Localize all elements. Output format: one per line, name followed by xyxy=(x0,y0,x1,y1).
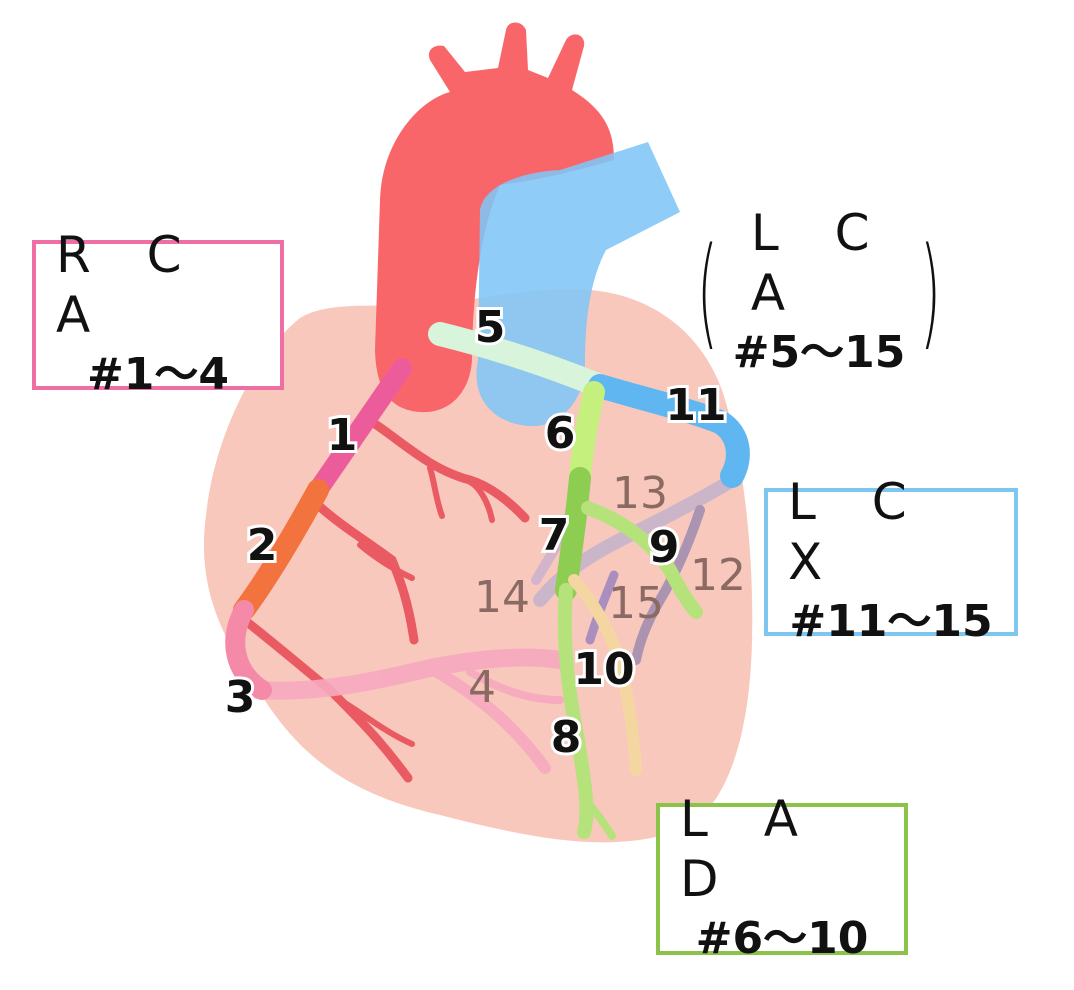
lcx-label-box: L C X #11～15 xyxy=(764,473,1018,647)
segment-13-label: 13 xyxy=(612,468,668,519)
lad-range: #6～10 xyxy=(695,913,869,964)
lad-label-box: L A D #6～10 xyxy=(656,790,908,964)
lcx-title: L C X xyxy=(788,473,927,591)
segment-2-label: 2 xyxy=(247,520,278,571)
segment-3-label: 3 xyxy=(225,672,256,723)
segment-11-label: 11 xyxy=(665,380,726,431)
segment-12-label: 12 xyxy=(690,550,746,601)
segment-9-label: 9 xyxy=(649,522,680,573)
lca-range: #5～15 xyxy=(732,327,906,378)
rca-range: #1～4 xyxy=(86,349,230,400)
segment-4-vessel xyxy=(249,648,569,774)
aorta xyxy=(375,22,614,413)
segment-10-label: 10 xyxy=(573,644,634,695)
segment-14-label: 14 xyxy=(474,572,530,623)
segment-1-label: 1 xyxy=(327,410,358,461)
lca-label: ( L C A #5～15 ) xyxy=(684,204,954,378)
rca-label-box: R C A #1～4 xyxy=(32,226,284,400)
rca-main-vessel xyxy=(225,358,412,700)
segment-5-label: 5 xyxy=(475,302,506,353)
rca-title: R C A xyxy=(56,226,202,344)
lca-open-paren: ( xyxy=(696,223,718,362)
segment-15-label: 15 xyxy=(608,578,664,629)
lca-main-vessel xyxy=(428,322,750,840)
segment-6-label: 6 xyxy=(545,408,576,459)
segment-7-label: 7 xyxy=(539,510,570,561)
lcx-range: #11～15 xyxy=(789,596,993,647)
segment-labels: 1 2 3 4 5 6 7 8 9 10 11 12 13 14 15 xyxy=(222,299,746,766)
lca-title: L C A xyxy=(750,204,890,322)
segment-4-label: 4 xyxy=(468,662,496,713)
segment-8-label: 8 xyxy=(551,712,582,763)
lad-title: L A D xyxy=(680,790,818,908)
lca-close-paren: ) xyxy=(920,223,942,362)
